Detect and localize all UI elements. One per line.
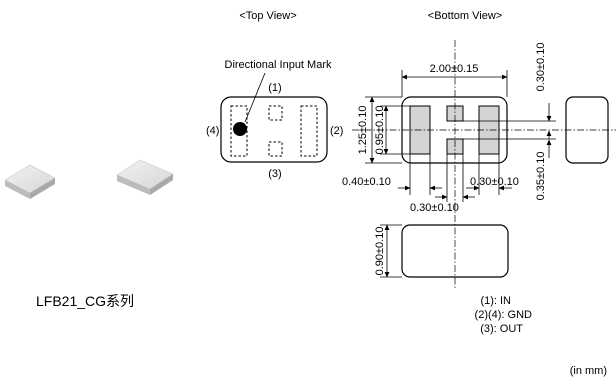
- top-view: Directional Input Mark (1) (4) (2) (3): [206, 59, 343, 180]
- mark-leader-line: [244, 72, 266, 123]
- top-gap-dimension: 0.30±0.10: [535, 43, 547, 92]
- pin-2-label: (2): [330, 125, 343, 137]
- left-pad-dimension: 0.40±0.10: [342, 176, 391, 188]
- width-dimension: 1.25±0.10: [357, 106, 369, 155]
- top-view-pad-bottom: [268, 141, 283, 157]
- center-pad-dimension: 0.30±0.10: [410, 202, 459, 214]
- top-view-body: [220, 96, 328, 163]
- pin-legend-item: (2)(4): GND: [475, 309, 533, 321]
- top-view-pad-right: [300, 105, 318, 157]
- pad-height-dimension: 0.95±0.10: [374, 106, 386, 155]
- bottom-view: 2.00±0.15 1.25±0.10 0.95±0.10 0.30±0.10 …: [342, 40, 616, 290]
- pin-1-label: (1): [268, 82, 281, 94]
- top-view-heading: <Top View>: [239, 10, 296, 22]
- series-name: LFB21_CG系列: [36, 293, 134, 309]
- side-view-body: [401, 224, 509, 278]
- right-pad-dimension: 0.30±0.10: [470, 176, 519, 188]
- pin-legend-item: (1): IN: [480, 295, 511, 307]
- units-note: (in mm): [570, 365, 607, 377]
- chip-photo-right: [116, 159, 174, 195]
- directional-input-mark: [233, 122, 247, 136]
- side-view-below: 0.90±0.10: [374, 224, 509, 278]
- side-view-right: [565, 96, 609, 164]
- pin-4-label: (4): [206, 125, 219, 137]
- top-view-pad-top: [268, 105, 283, 121]
- pin-legend: (1): IN (2)(4): GND (3): OUT: [475, 295, 533, 335]
- length-dimension: 2.00±0.15: [430, 63, 479, 75]
- directional-mark-label: Directional Input Mark: [225, 59, 332, 71]
- pin-3-label: (3): [268, 168, 281, 180]
- thickness-dimension: 0.90±0.10: [374, 227, 386, 276]
- chip-photo-left: [4, 164, 56, 199]
- bottom-gap-dimension: 0.35±0.10: [535, 152, 547, 201]
- top-view-pad-left: [230, 105, 248, 157]
- bottom-view-heading: <Bottom View>: [428, 10, 502, 22]
- pin-legend-item: (3): OUT: [480, 323, 523, 335]
